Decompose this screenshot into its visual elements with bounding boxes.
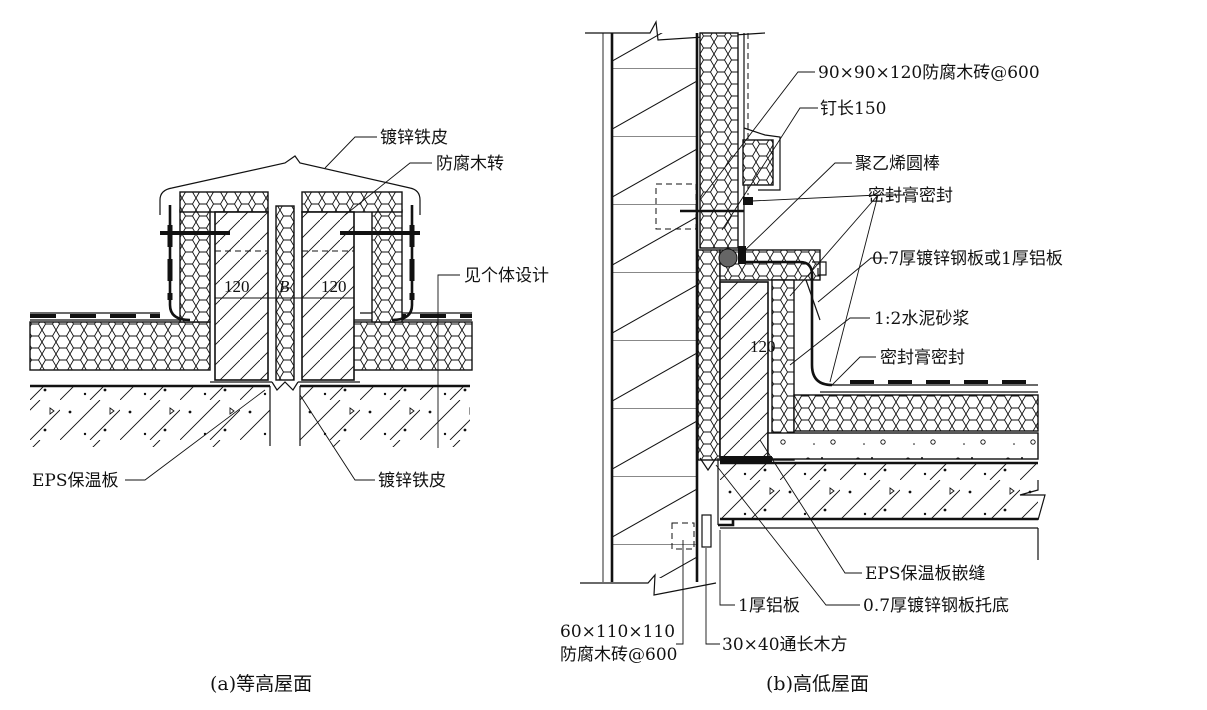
- side-flashing-right: [391, 205, 414, 322]
- leader-cement-mortar: [789, 317, 870, 366]
- dim-right-120: 120: [321, 277, 347, 296]
- label-wood-strip: 30×40通长木方: [722, 635, 848, 655]
- label-eps-joint: EPS保温板嵌缝: [865, 564, 986, 584]
- sealant-block-upper: [738, 246, 746, 264]
- wood-upstand: [719, 281, 769, 459]
- label-pe-rod: 聚乙烯圆棒: [855, 154, 940, 174]
- label-wood-brick-lower-2: 防腐木砖@600: [560, 645, 677, 665]
- leader-galvanized-top: [324, 136, 377, 169]
- slab-break-line: [1019, 480, 1046, 521]
- label-galvanized-sheet-top: 镀锌铁皮: [380, 128, 448, 148]
- roof-eps-left: [29, 321, 211, 371]
- metal-flashing-plate: [740, 260, 833, 387]
- dim-left-120: 120: [224, 277, 250, 296]
- concrete-slab-right: [300, 387, 470, 447]
- caption-a: (a)等高屋面: [210, 673, 312, 695]
- leader-nail: [721, 107, 818, 231]
- label-see-individual-design: 见个体设计: [464, 266, 549, 286]
- galvanized-cap-flashing: [159, 155, 421, 215]
- leader-wood-brick-top: [699, 71, 815, 201]
- wood-brick-eps: [742, 139, 774, 186]
- upstand-eps-left: [179, 209, 211, 323]
- panel-b-high-low-roof: 120 90×90×120防腐木砖@600 钉长150 聚乙烯圆棒 密封膏密封 …: [560, 20, 1063, 695]
- leader-sealant-bottom: [831, 356, 876, 386]
- wood-strip: [701, 514, 712, 548]
- label-wood-brick-top: 90×90×120防腐木砖@600: [818, 63, 1040, 83]
- wood-block-left: [214, 211, 269, 381]
- wall-eps-upper: [699, 32, 739, 249]
- leader-pe-rod: [739, 162, 852, 256]
- flashing-drip: [812, 261, 827, 276]
- leader-wood-brick-lower: [676, 540, 684, 645]
- dim-gap-b: B: [279, 277, 290, 296]
- leader-wood-strip: [705, 548, 720, 645]
- panel-a-equal-height-roof: 120 B 120 镀锌铁皮 防腐木转 见个体设计 EPS保温板 镀锌铁皮 (a…: [29, 128, 549, 695]
- joint-v-fold: [271, 381, 299, 391]
- label-steel-plate-base: 0.7厚镀锌钢板托底: [863, 596, 1009, 616]
- leader-eps-joint: [759, 439, 862, 574]
- leader-galvanized-bottom: [299, 394, 375, 481]
- label-sealant-bottom: 密封膏密封: [880, 347, 965, 368]
- label-antiseptic-wood: 防腐木转: [436, 154, 504, 174]
- joint-v-fold-b: [699, 457, 717, 472]
- label-cement-mortar: 1:2水泥砂浆: [874, 309, 969, 329]
- wood-brick-lower: [671, 522, 695, 550]
- side-flashing-left: [168, 205, 191, 322]
- sealant-top: [743, 197, 753, 205]
- aluminum-plate: [718, 520, 735, 527]
- label-nail: 钉长150: [820, 99, 886, 119]
- caption-b: (b)高低屋面: [766, 673, 869, 695]
- label-sealant-top: 密封膏密封: [868, 185, 953, 206]
- cement-mortar-layer: [767, 432, 1039, 460]
- upstand-eps-right: [371, 209, 403, 323]
- concrete-slab-left: [30, 387, 270, 447]
- leader-steel-plate: [817, 257, 888, 303]
- leader-antiseptic-wood: [344, 162, 432, 216]
- label-eps-board: EPS保温板: [32, 471, 119, 491]
- upstand-eps: [771, 279, 795, 461]
- leader-eps-board: [125, 389, 266, 481]
- label-wood-brick-lower-1: 60×110×110: [560, 622, 675, 642]
- leader-al-plate: [719, 530, 735, 606]
- wood-block-right: [301, 211, 355, 381]
- break-line-bottom: [580, 573, 717, 596]
- label-galvanized-sheet-bottom: 镀锌铁皮: [378, 471, 446, 491]
- dim-wall-120: 120: [750, 337, 776, 356]
- break-line-top: [585, 20, 766, 41]
- wood-brick-upper: [655, 183, 697, 230]
- brick-wall: [612, 33, 697, 578]
- eps-joint-fill: [720, 456, 772, 464]
- counter-flashing: [743, 127, 781, 191]
- leader-steel-base: [715, 464, 860, 606]
- label-steel-or-al-plate: 0.7厚镀锌钢板或1厚铝板: [872, 249, 1063, 269]
- label-al-plate: 1厚铝板: [738, 596, 800, 616]
- leader-see-design: [437, 274, 460, 448]
- pe-rod: [718, 248, 738, 268]
- roof-eps-lower: [793, 394, 1039, 432]
- concrete-roof-slab: [720, 463, 1038, 519]
- wall-eps-lower: [697, 249, 721, 461]
- joint-eps-filler: [275, 205, 295, 381]
- cap-eps-left: [179, 191, 269, 213]
